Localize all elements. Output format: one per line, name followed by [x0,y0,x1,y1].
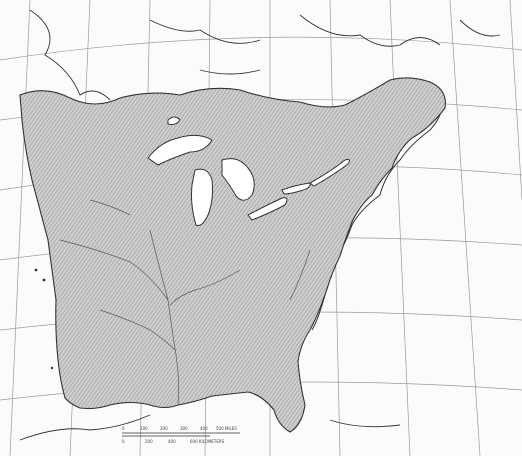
scale-bar: 0 100 200 300 400 500 MILES 0 200 400 60… [122,426,240,444]
scale-tick-top-0: 0 [122,426,125,431]
scale-tick-top-4: 400 [200,426,208,431]
scale-tick-bottom-0: 0 [122,439,125,444]
lake-nipigon [167,116,181,125]
lake-erie [247,197,288,221]
gulf-coastline [19,414,401,441]
scale-tick-top-5: 500 MILES [216,426,237,431]
lake-huron [221,158,255,201]
scale-tick-bottom-2: 400 [168,439,176,444]
scale-tick-top-1: 100 [140,426,148,431]
lake-ontario [281,182,311,195]
location-dots [34,268,54,370]
scale-tick-bottom-3: 600 KILOMETERS [190,439,225,444]
great-lakes [147,116,350,226]
scale-tick-top-2: 200 [160,426,168,431]
rivers [59,199,311,406]
scale-tick-bottom-1: 200 [145,439,153,444]
st-lawrence-river [309,159,350,187]
lake-superior [147,134,213,166]
lake-michigan [191,168,213,226]
northern-coastline [29,9,501,101]
scale-tick-top-3: 300 [180,426,188,431]
